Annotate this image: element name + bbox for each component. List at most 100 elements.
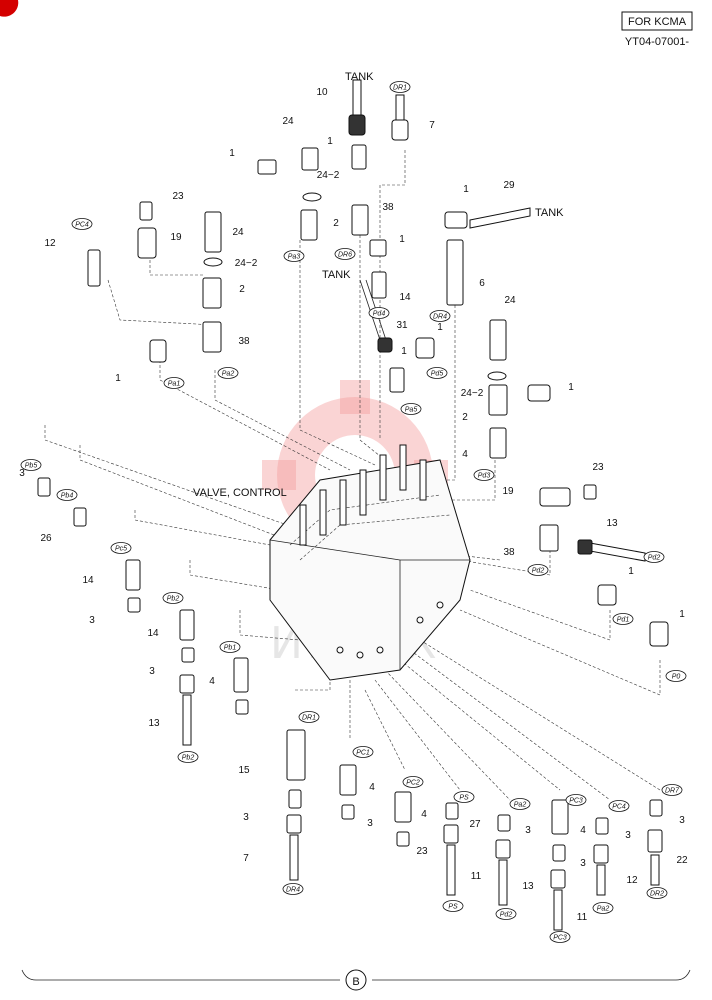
callout-c57: 13 bbox=[522, 881, 534, 892]
port-tag-p24: DR7 bbox=[661, 784, 683, 796]
svg-text:PC4: PC4 bbox=[75, 222, 89, 229]
svg-text:Pa3: Pa3 bbox=[288, 254, 301, 261]
callout-c46: 3 bbox=[243, 812, 249, 823]
hose-dr1-top bbox=[391, 94, 409, 141]
callout-c12: 1 bbox=[399, 234, 405, 245]
callout-c25: 1 bbox=[568, 382, 574, 393]
footer-rule-left bbox=[21, 969, 340, 981]
port-tag-p32: Pd2 bbox=[495, 908, 517, 920]
port-tag-p16: Pd2 bbox=[527, 564, 549, 576]
callout-c38: 3 bbox=[89, 615, 95, 626]
callout-c43: 13 bbox=[148, 718, 160, 729]
svg-text:PC3: PC3 bbox=[569, 798, 583, 805]
callout-c33: 26 bbox=[40, 533, 52, 544]
callout-c60: 22 bbox=[676, 855, 688, 866]
callout-c31: 23 bbox=[592, 462, 604, 473]
callout-c4: 1 bbox=[327, 136, 333, 147]
port-tag-p7: Pd5 bbox=[426, 367, 448, 379]
callout-c51: 4 bbox=[580, 825, 586, 836]
hose-tank-right bbox=[444, 207, 531, 229]
svg-text:Pd5: Pd5 bbox=[431, 371, 444, 378]
callout-c24: 1 bbox=[115, 373, 121, 384]
svg-text:DR4: DR4 bbox=[433, 314, 447, 321]
svg-text:Pd2: Pd2 bbox=[532, 568, 545, 575]
callout-c29: 4 bbox=[462, 449, 468, 460]
port-tag-p25: PC2 bbox=[402, 776, 424, 788]
svg-text:PC4: PC4 bbox=[612, 804, 626, 811]
svg-text:P0: P0 bbox=[672, 674, 681, 681]
svg-text:DR6: DR6 bbox=[338, 252, 352, 259]
callout-c26: 24−2 bbox=[461, 388, 484, 399]
callout-c47: 3 bbox=[367, 818, 373, 829]
svg-text:Pa2: Pa2 bbox=[597, 906, 610, 913]
port-tag-p30: DR4 bbox=[282, 883, 304, 895]
tank-label-top: TANK bbox=[345, 71, 374, 83]
svg-text:Pa1: Pa1 bbox=[168, 381, 181, 388]
callout-c19: 2 bbox=[239, 284, 245, 295]
callout-c1: 10 bbox=[316, 87, 328, 98]
callout-c15: 12 bbox=[44, 238, 56, 249]
callout-c27: 1 bbox=[401, 346, 407, 357]
control-valve-label: VALVE, CONTROL bbox=[193, 487, 287, 499]
svg-text:Pd1: Pd1 bbox=[617, 617, 630, 624]
header-variant: FOR KCMA bbox=[628, 16, 687, 28]
svg-text:Pd2: Pd2 bbox=[648, 555, 661, 562]
callout-c30: 3 bbox=[19, 468, 25, 479]
callout-c45: 4 bbox=[369, 782, 375, 793]
callout-c36: 14 bbox=[82, 575, 94, 586]
callout-c6: 24−2 bbox=[317, 170, 340, 181]
port-tag-p1: DR1 bbox=[389, 81, 411, 93]
callout-c50: 3 bbox=[525, 825, 531, 836]
svg-text:Pb2: Pb2 bbox=[167, 596, 180, 603]
callout-c54: 7 bbox=[243, 853, 249, 864]
callout-c13: 19 bbox=[170, 232, 182, 243]
callout-c17: 6 bbox=[479, 278, 485, 289]
port-tag-p28: PC3 bbox=[565, 794, 587, 806]
callout-c18: 14 bbox=[399, 292, 411, 303]
svg-text:PC1: PC1 bbox=[356, 750, 370, 757]
callout-c56: 11 bbox=[471, 871, 482, 882]
svg-text:PS: PS bbox=[448, 904, 458, 911]
callout-c44: 15 bbox=[238, 765, 250, 776]
svg-text:DR4: DR4 bbox=[286, 887, 300, 894]
callout-c28: 2 bbox=[462, 412, 468, 423]
tank-label-right: TANK bbox=[535, 207, 564, 219]
svg-text:Pa2: Pa2 bbox=[514, 802, 527, 809]
footer-section: B bbox=[352, 976, 359, 988]
callout-c52: 3 bbox=[625, 830, 631, 841]
hose-tank-top bbox=[348, 79, 366, 136]
footer-section-circle bbox=[345, 969, 367, 991]
fittings bbox=[37, 144, 669, 931]
callout-c37: 1 bbox=[628, 566, 634, 577]
header-box bbox=[621, 11, 693, 31]
callout-c3: 24 bbox=[282, 116, 294, 127]
callout-c2: 7 bbox=[429, 120, 435, 131]
port-tag-p21: Pb2 bbox=[177, 751, 199, 763]
routing-lines bbox=[44, 150, 661, 801]
callout-c14: 24 bbox=[232, 227, 244, 238]
port-tag-p29: PC4 bbox=[608, 800, 630, 812]
port-tag-p11: Pb5 bbox=[20, 459, 42, 471]
callout-c32: 19 bbox=[502, 486, 514, 497]
callout-c11: 2 bbox=[333, 218, 339, 229]
corner-mark bbox=[0, 0, 19, 17]
svg-text:Pd3: Pd3 bbox=[478, 473, 491, 480]
svg-text:Pb4: Pb4 bbox=[61, 493, 74, 500]
callout-c8: 1 bbox=[463, 184, 469, 195]
svg-text:Pc5: Pc5 bbox=[115, 546, 127, 553]
callout-c40: 1 bbox=[679, 609, 685, 620]
port-tag-p15: Pd2 bbox=[643, 551, 665, 563]
callout-c58: 3 bbox=[580, 858, 586, 869]
port-tag-p13: Pd3 bbox=[473, 469, 495, 481]
callout-c7: 29 bbox=[503, 180, 515, 191]
port-tag-p4: DR6 bbox=[334, 248, 356, 260]
svg-text:DR1: DR1 bbox=[393, 85, 407, 92]
callout-c35: 38 bbox=[503, 547, 515, 558]
port-tag-p27: Pa2 bbox=[509, 798, 531, 810]
callout-c22: 1 bbox=[437, 322, 443, 333]
callout-c10: 38 bbox=[382, 202, 394, 213]
callout-c9: 23 bbox=[172, 191, 184, 202]
svg-text:DR7: DR7 bbox=[665, 788, 680, 795]
